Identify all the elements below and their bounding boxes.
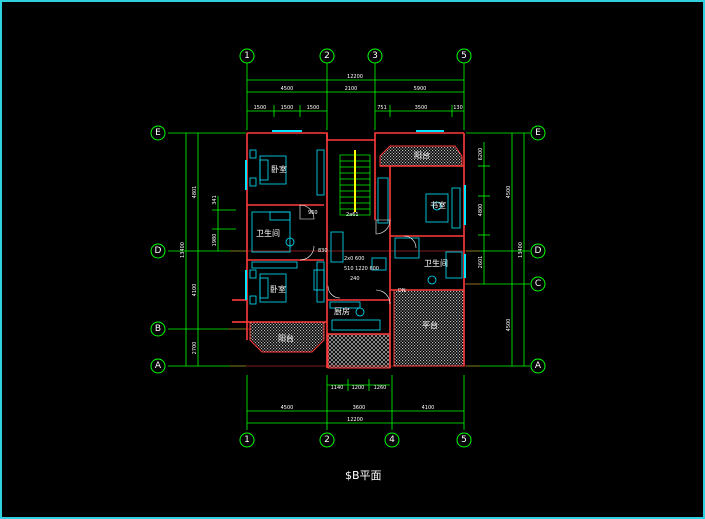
room-terrace: 平台: [422, 320, 438, 330]
dim-top-i: 130: [453, 105, 463, 111]
dim-left-d: 4100: [192, 284, 198, 297]
dim-left-total: 13400: [180, 242, 186, 258]
dim-left-b: 341: [212, 195, 218, 205]
axis-right-2: D: [535, 246, 542, 256]
dim-bot-e: 3600: [353, 405, 366, 411]
dim-top-d: 1500: [254, 105, 267, 111]
room-kitchen: 厨房: [334, 306, 350, 316]
axis-bottom-2: 2: [324, 435, 330, 445]
axis-bubbles: [150, 48, 546, 448]
note-dn: DN: [398, 288, 406, 294]
dim-right-c: 6200: [478, 148, 484, 161]
axis-bottom-4: 5: [461, 435, 467, 445]
dim-left-c: 1980: [212, 234, 218, 247]
drawing-title: $B平面: [345, 469, 382, 482]
axis-right-3: C: [535, 279, 541, 289]
axis-right-4: A: [535, 361, 542, 371]
axis-left-1: E: [155, 128, 161, 138]
note-stair-dim: 2a61: [346, 212, 359, 218]
small-notes: 2a61 960 830 2x0 600 510 1220 600 240 DN: [308, 210, 406, 294]
room-study: 书室: [430, 200, 446, 210]
dim-bot-d: 4500: [281, 405, 294, 411]
dim-bot-total: 12200: [347, 417, 363, 423]
axis-left-4: A: [155, 361, 162, 371]
axis-left-2: D: [155, 246, 162, 256]
axis-top-2: 2: [324, 51, 330, 61]
dim-right-b: 4800: [478, 204, 484, 217]
walls: [232, 132, 465, 368]
dim-left-a: 4801: [192, 186, 198, 199]
note-door-b: 830: [318, 248, 328, 254]
axis-top-4: 5: [461, 51, 467, 61]
dim-right-total: 13400: [518, 242, 524, 258]
dimension-texts: 12200 4500 2100 5900 1500 1500 1500 751 …: [254, 74, 463, 423]
dim-right-e: 4500: [506, 319, 512, 332]
vertical-dimension-texts: 13400 4801 341 1980 4100 2700 13400 4500…: [180, 148, 524, 355]
reference-lines: [228, 250, 480, 367]
room-bedroom-bottom: 卧室: [270, 284, 286, 294]
dimension-lines: [168, 63, 530, 430]
room-bath-right: 卫生间: [424, 258, 448, 268]
dim-top-b: 2100: [345, 86, 358, 92]
axis-labels: 1 2 3 5 1 2 4 5 E D B A E D C A: [155, 51, 542, 445]
room-bath-left: 卫生间: [256, 228, 280, 238]
room-bedroom-top: 卧室: [271, 164, 287, 174]
dim-right-d: 2601: [478, 256, 484, 269]
hatch-areas: [249, 145, 465, 369]
door-swings: [299, 204, 417, 305]
note-door-a: 960: [308, 210, 318, 216]
dim-top-a: 4500: [281, 86, 294, 92]
dim-top-total: 12200: [347, 74, 363, 80]
axis-top-3: 3: [372, 51, 378, 61]
note-mid-dim: 510 1220 600: [344, 266, 379, 272]
room-balcony-left: 阳台: [278, 333, 294, 343]
axis-bottom-1: 1: [244, 435, 250, 445]
fixtures: [245, 130, 466, 331]
note-kitchen-dim: 240: [350, 276, 360, 282]
axis-left-3: B: [155, 324, 161, 334]
dim-bot-f: 4100: [422, 405, 435, 411]
dim-left-e: 2700: [192, 342, 198, 355]
dim-bot-c: 1260: [374, 385, 387, 391]
dim-bot-a: 1140: [331, 385, 344, 391]
room-balcony-top: 阳台: [414, 150, 430, 160]
dim-top-h: 3500: [415, 105, 428, 111]
dim-top-e: 1500: [281, 105, 294, 111]
axis-right-1: E: [535, 128, 541, 138]
axis-bottom-3: 4: [389, 435, 395, 445]
room-labels: 卧室 卫生间 卧室 阳台 厨房 阳台 书室 卫生间 平台: [256, 150, 448, 343]
note-small-dim: 2x0 600: [344, 256, 364, 262]
dim-bot-b: 1200: [352, 385, 365, 391]
dim-top-f: 1500: [307, 105, 320, 111]
axis-top-1: 1: [244, 51, 250, 61]
dim-top-c: 5900: [414, 86, 427, 92]
dim-top-g: 751: [377, 105, 387, 111]
dim-right-a: 4500: [506, 186, 512, 199]
